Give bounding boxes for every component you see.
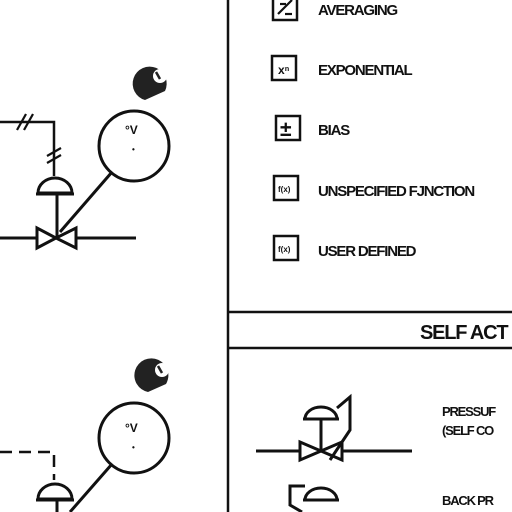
- section-title: SELF ACT: [420, 322, 508, 344]
- bottom-instrument-tag: °V: [125, 421, 138, 435]
- function-box-exponential: xⁿ: [270, 54, 298, 82]
- function-label-unspecified: UNSPECIFIED FJNCTION: [318, 183, 474, 200]
- averaging-icon: [277, 0, 293, 16]
- bottom-valve-loop: [0, 401, 171, 512]
- pressure-regulator-label-1: PRESSUF: [442, 404, 496, 419]
- back-pressure-regulator-symbol: [288, 484, 339, 512]
- pressure-regulator-label-2: (SELF CO: [442, 423, 494, 438]
- function-box-averaging: [271, 0, 299, 22]
- top-instrument-dot: •: [132, 145, 135, 154]
- unspecified-function-icon: f(x): [278, 185, 291, 194]
- top-valve-loop: [0, 109, 171, 251]
- function-label-exponential: EXPONENTIAL: [318, 62, 413, 79]
- user-defined-icon: f(x): [278, 245, 291, 254]
- callout-1-icon: [132, 66, 167, 100]
- function-label-averaging: AVERAGING: [318, 2, 397, 19]
- function-box-bias: ±: [274, 114, 302, 142]
- exponential-icon: xⁿ: [278, 63, 290, 77]
- function-label-bias: BIAS: [318, 122, 350, 139]
- function-box-unspecified: f(x): [272, 174, 300, 202]
- top-instrument-tag: °V: [125, 123, 138, 137]
- back-pressure-regulator-label: BACK PR: [442, 493, 495, 508]
- pressure-regulator-symbol: [256, 393, 412, 463]
- bias-icon: ±: [280, 118, 292, 141]
- function-label-user-defined: USER DEFINED: [318, 243, 417, 260]
- callout-2-icon: [134, 358, 169, 392]
- function-box-user-defined: f(x): [272, 234, 300, 262]
- bottom-instrument-dot: •: [132, 443, 135, 452]
- table-frame: [226, 0, 512, 512]
